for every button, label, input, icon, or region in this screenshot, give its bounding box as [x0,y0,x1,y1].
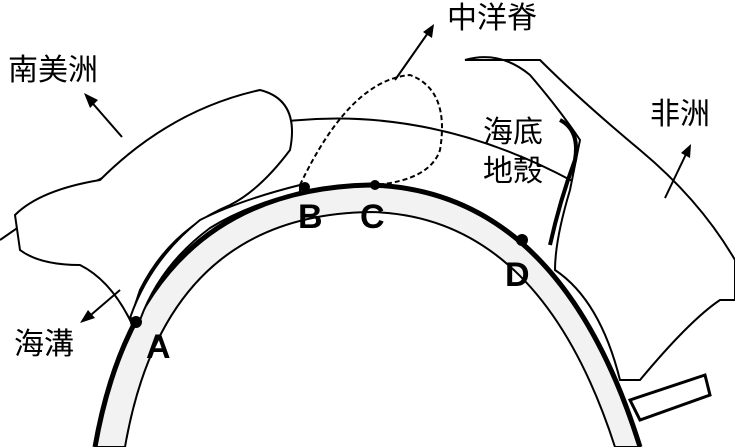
point-d-label: D [505,256,530,294]
label-south-america: 南美洲 [8,53,98,88]
ridge-arrow [394,29,431,81]
crust-fragment [627,373,712,422]
point-c-dot [370,180,380,190]
ridge-bulge [299,73,443,186]
africa-arrow [664,149,689,199]
south-america-landmass [13,88,293,323]
south-america-arrowhead [84,93,98,108]
point-c-label: C [360,198,385,236]
trench-arrowhead [80,310,95,323]
africa-plate-edge [548,118,578,246]
label-ocean-crust-1: 海底 [483,115,543,150]
label-trench: 海溝 [14,327,74,362]
point-b-dot [300,182,310,192]
point-a-dot [130,316,142,328]
point-d-dot [516,234,528,246]
africa-arrowhead [681,144,691,158]
point-a-label: A [146,328,171,366]
south-america-arrow [87,97,123,138]
label-africa: 非洲 [650,97,710,132]
point-b-label: B [298,198,323,236]
label-mid-ocean-ridge: 中洋脊 [447,1,537,36]
ridge-arrowhead [423,24,434,38]
label-ocean-crust-2: 地殼 [483,154,543,189]
africa-landmass [464,56,735,381]
